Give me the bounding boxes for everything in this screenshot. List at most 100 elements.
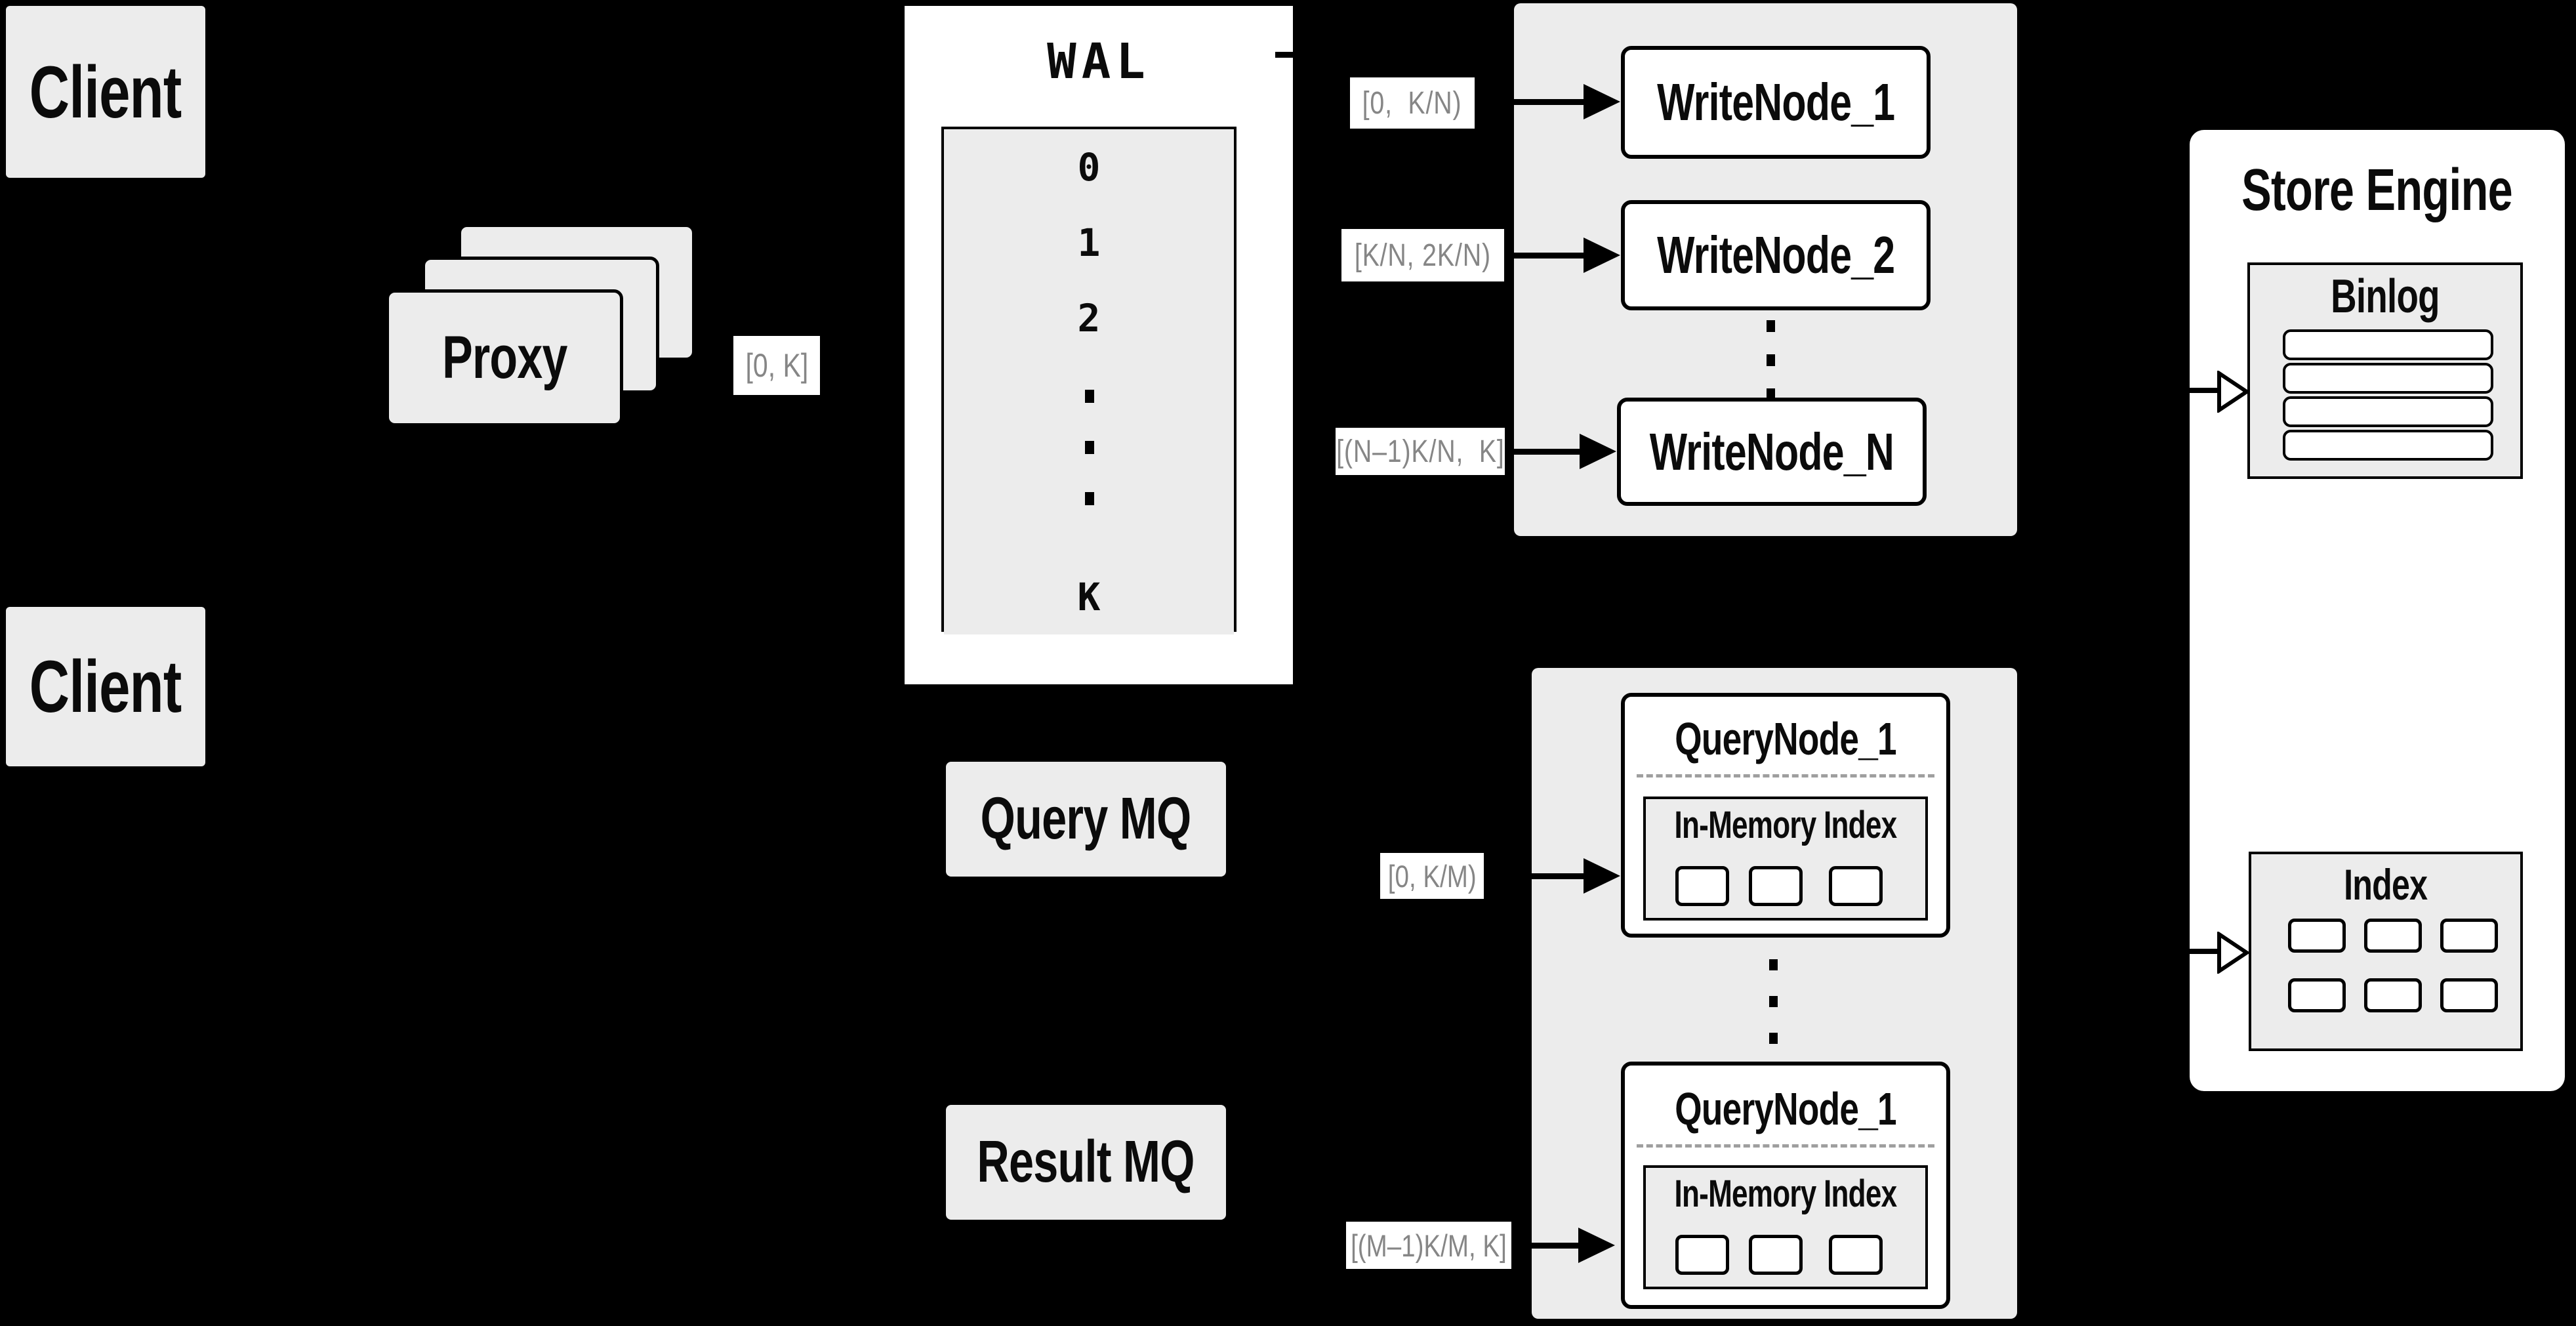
index-title-row: Index [2251, 860, 2520, 909]
write-node-n-label: WriteNode_N [1649, 422, 1894, 481]
binlog-title: Binlog [2331, 270, 2440, 323]
wal-row-1: 1 [944, 205, 1234, 283]
dashed-divider [1637, 1144, 1934, 1148]
ellipsis-dot [1085, 390, 1094, 403]
range-label-query-m: [(M–1)K/M, K] [1346, 1222, 1511, 1269]
hollow-arrow-shaft [2183, 949, 2220, 954]
wal-row-k-label: K [1077, 574, 1101, 619]
query-node-top-title: QueryNode_1 [1675, 713, 1896, 764]
arrowhead-right-icon [1578, 1228, 1615, 1263]
wal-row-0: 0 [944, 129, 1234, 207]
index-segment-cell [1675, 1235, 1729, 1275]
index-file-cell [2364, 978, 2422, 1012]
binlog-segment-row [2283, 363, 2493, 394]
write-node-1-label: WriteNode_1 [1656, 73, 1895, 131]
index-file-cell [2440, 919, 2498, 953]
binlog-segment-row [2283, 396, 2493, 427]
store-engine-box: Store Engine Binlog Index [2190, 130, 2565, 1091]
in-memory-index-bottom-box: In-Memory Index [1643, 1165, 1928, 1289]
query-node-bottom-title: QueryNode_1 [1675, 1083, 1896, 1134]
range-label-proxy-to-wal-text: [0, K] [745, 347, 808, 384]
index-segment-cell [1829, 1235, 1883, 1275]
ellipsis-dot [1767, 388, 1775, 400]
index-segment-cell [1749, 866, 1803, 906]
wal-box: WAL 0 1 2 K [902, 3, 1296, 687]
index-file-cell [2288, 978, 2346, 1012]
index-title: Index [2344, 860, 2428, 909]
query-node-bottom-box: QueryNode_1 In-Memory Index [1621, 1062, 1950, 1309]
write-node-2-box: WriteNode_2 [1621, 200, 1931, 310]
store-engine-title: Store Engine [2241, 157, 2513, 223]
wal-title: WAL [1047, 33, 1151, 90]
wal-title-row: WAL [905, 29, 1293, 94]
write-node-n-box: WriteNode_N [1617, 398, 1927, 506]
result-mq-box: Result MQ [946, 1105, 1226, 1220]
client-box-top: Client [6, 6, 205, 178]
store-engine-title-row: Store Engine [2190, 157, 2565, 223]
hollow-arrowhead-right-icon [2217, 371, 2250, 413]
query-mq-label: Query MQ [981, 786, 1192, 852]
binlog-segment-row [2283, 430, 2493, 461]
arrow-right-icon [1486, 873, 1585, 879]
range-label-write-n-text: [(N–1)K/N, K] [1336, 434, 1505, 469]
query-node-bottom-title-row: QueryNode_1 [1631, 1083, 1940, 1135]
in-memory-index-bottom-title: In-Memory Index [1674, 1172, 1898, 1215]
range-label-write-1-text: [0, K/N) [1362, 85, 1462, 121]
arrowhead-right-icon [1584, 84, 1620, 119]
hollow-arrow-shaft [2183, 388, 2220, 393]
wal-out-arrow-stub [1275, 52, 1294, 58]
arrowhead-right-icon [1580, 434, 1616, 469]
ellipsis-dot [1769, 959, 1778, 970]
wal-row-0-label: 0 [1077, 144, 1101, 190]
index-segment-cell [1829, 866, 1883, 906]
query-node-top-title-row: QueryNode_1 [1631, 713, 1940, 765]
range-label-write-n: [(N–1)K/N, K] [1336, 428, 1505, 475]
index-file-cell [2364, 919, 2422, 953]
in-memory-index-top-title: In-Memory Index [1674, 803, 1898, 846]
ellipsis-dot [1085, 441, 1094, 454]
arrowhead-right-icon [1584, 238, 1620, 273]
hollow-arrowhead-right-icon [2217, 932, 2250, 974]
write-node-1-box: WriteNode_1 [1621, 46, 1931, 159]
binlog-box: Binlog [2247, 262, 2523, 479]
arrow-right-icon [1509, 449, 1582, 455]
index-segment-cell [1675, 866, 1729, 906]
range-label-query-1: [0, K/M) [1380, 853, 1484, 899]
result-mq-label: Result MQ [977, 1129, 1195, 1195]
in-memory-index-bottom-title-row: In-Memory Index [1646, 1172, 1925, 1215]
wal-row-2-label: 2 [1077, 295, 1101, 341]
arrow-right-icon [1509, 253, 1585, 259]
ellipsis-dot [1769, 996, 1778, 1007]
ellipsis-dot [1769, 1033, 1778, 1044]
arrow-right-icon [1479, 99, 1585, 105]
proxy-card-front: Proxy [386, 289, 623, 426]
range-label-query-m-text: [(M–1)K/M, K] [1351, 1228, 1507, 1263]
arrowhead-right-icon [1584, 858, 1620, 894]
write-node-2-label: WriteNode_2 [1656, 226, 1895, 284]
range-label-write-2-text: [K/N, 2K/N) [1354, 238, 1492, 273]
ellipsis-dot [1767, 320, 1775, 332]
wal-table: 0 1 2 K [941, 127, 1237, 634]
wal-row-1-label: 1 [1077, 220, 1101, 265]
range-label-write-1: [0, K/N) [1350, 77, 1475, 129]
arrow-right-icon [1513, 1243, 1580, 1249]
index-file-cell [2288, 919, 2346, 953]
in-memory-index-top-title-row: In-Memory Index [1646, 803, 1925, 846]
index-box: Index [2249, 852, 2523, 1051]
binlog-segment-row [2283, 329, 2493, 360]
index-segment-cell [1749, 1235, 1803, 1275]
range-label-query-1-text: [0, K/M) [1387, 858, 1477, 894]
ellipsis-dot [1767, 354, 1775, 366]
query-mq-box: Query MQ [946, 762, 1226, 877]
in-memory-index-top-box: In-Memory Index [1643, 797, 1928, 921]
dashed-divider [1637, 774, 1934, 777]
client-bottom-label: Client [30, 646, 182, 728]
wal-row-k: K [944, 559, 1234, 634]
query-node-top-box: QueryNode_1 In-Memory Index [1621, 693, 1950, 938]
range-label-write-2: [K/N, 2K/N) [1341, 229, 1504, 281]
proxy-label: Proxy [441, 324, 567, 391]
range-label-proxy-to-wal: [0, K] [733, 336, 820, 395]
client-box-bottom: Client [6, 607, 205, 766]
binlog-title-row: Binlog [2250, 270, 2520, 323]
